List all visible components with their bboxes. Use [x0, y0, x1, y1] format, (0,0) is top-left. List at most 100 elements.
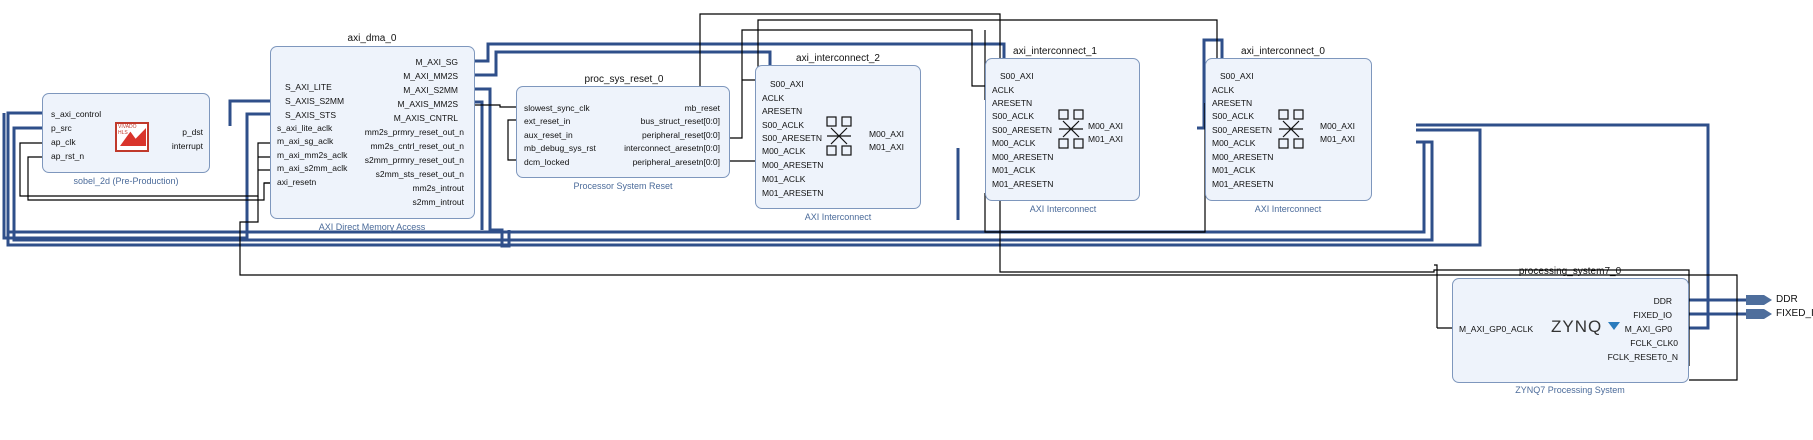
reset-block[interactable]: slowest_sync_clk ext_reset_in aux_reset_…: [516, 86, 730, 178]
net-wire[interactable]: [239, 156, 1738, 381]
pin-label[interactable]: FIXED_IO: [1633, 310, 1672, 320]
ic2-block[interactable]: S00_AXI ACLK ARESETN S00_ACLK S00_ARESET…: [755, 65, 921, 209]
ic2-block-subtitle: AXI Interconnect: [804, 212, 872, 222]
external-port-arrow-icon[interactable]: [1746, 295, 1772, 319]
pin-label[interactable]: M_AXIS_CNTRL: [393, 113, 458, 123]
pin-label[interactable]: s_axi_lite_aclk: [277, 123, 333, 133]
pin-label[interactable]: M00_AXI: [1088, 121, 1123, 131]
pin-label[interactable]: s2mm_introut: [412, 197, 465, 207]
pin-label[interactable]: S00_ACLK: [1212, 111, 1255, 121]
pin-label[interactable]: peripheral_aresetn[0:0]: [632, 157, 720, 167]
pin-label[interactable]: p_src: [51, 123, 72, 133]
bus-wire[interactable]: [2, 112, 270, 240]
pin-label[interactable]: M_AXIS_MM2S: [397, 99, 458, 109]
pin-label[interactable]: ACLK: [762, 93, 785, 103]
pin-label[interactable]: ARESETN: [992, 98, 1033, 108]
pin-label[interactable]: S00_AXI: [770, 79, 804, 89]
pin-label[interactable]: S00_ACLK: [992, 111, 1035, 121]
dma-block[interactable]: S_AXI_LITE S_AXIS_S2MM S_AXIS_STS s_axi_…: [270, 46, 475, 219]
pin-label[interactable]: S_AXI_LITE: [285, 82, 332, 92]
hls-block[interactable]: s_axi_control p_src ap_clk ap_rst_n p_ds…: [42, 93, 210, 173]
pin-label[interactable]: ARESETN: [762, 106, 803, 116]
pin-label[interactable]: ap_clk: [51, 137, 76, 147]
pin-label[interactable]: M_AXI_MM2S: [403, 71, 458, 81]
pin-label[interactable]: s2mm_prmry_reset_out_n: [364, 155, 464, 165]
bus-wire[interactable]: [1416, 123, 1710, 330]
pin-label[interactable]: S00_ARESETN: [1212, 125, 1272, 135]
pin-label[interactable]: M01_AXI: [869, 142, 904, 152]
ic1-block[interactable]: S00_AXI ACLK ARESETN S00_ACLK S00_ARESET…: [985, 58, 1140, 201]
bus-wire[interactable]: [8, 140, 1426, 234]
pin-label[interactable]: ARESETN: [1212, 98, 1253, 108]
pin-label[interactable]: FCLK_RESET0_N: [1607, 352, 1678, 362]
pin-label[interactable]: bus_struct_reset[0:0]: [640, 116, 720, 126]
pin-label[interactable]: M_AXI_SG: [415, 57, 458, 67]
pin-label[interactable]: mm2s_introut: [412, 183, 465, 193]
pin-label[interactable]: interrupt: [171, 141, 203, 151]
ps-block[interactable]: M_AXI_GP0_ACLK DDR FIXED_IO M_AXI_GP0 FC…: [1452, 278, 1689, 383]
pin-label[interactable]: M00_AXI: [1320, 121, 1355, 131]
pin-label[interactable]: mb_debug_sys_rst: [524, 143, 596, 153]
pin-label[interactable]: m_axi_s2mm_aclk: [277, 163, 348, 173]
net-wire[interactable]: [475, 104, 516, 108]
pin-label[interactable]: M_AXI_GP0: [1624, 324, 1672, 334]
net-wire[interactable]: [19, 142, 270, 197]
pin-label[interactable]: S00_ARESETN: [992, 125, 1052, 135]
external-port-ddr[interactable]: DDR: [1776, 294, 1798, 305]
pin-label[interactable]: M00_ARESETN: [762, 160, 824, 170]
pin-label[interactable]: S_AXIS_STS: [285, 110, 337, 120]
pin-label[interactable]: ap_rst_n: [51, 151, 85, 161]
pin-label[interactable]: aux_reset_in: [524, 130, 573, 140]
pin-label[interactable]: slowest_sync_clk: [524, 103, 590, 113]
pin-label[interactable]: s_axi_control: [51, 109, 102, 119]
pin-label[interactable]: ACLK: [1212, 85, 1235, 95]
bus-wire[interactable]: [475, 42, 1023, 68]
pin-label[interactable]: M01_ACLK: [992, 165, 1036, 175]
pin-label[interactable]: mb_reset: [684, 103, 720, 113]
pin-label[interactable]: mm2s_prmry_reset_out_n: [364, 127, 464, 137]
pin-label[interactable]: M00_ARESETN: [992, 152, 1054, 162]
pin-label[interactable]: M01_AXI: [1088, 134, 1123, 144]
pin-label[interactable]: dcm_locked: [524, 157, 570, 167]
pin-label[interactable]: M00_ARESETN: [1212, 152, 1274, 162]
bus-wire[interactable]: [475, 100, 484, 230]
bus-wire[interactable]: [12, 126, 1434, 242]
pin-label[interactable]: s2mm_sts_reset_out_n: [375, 169, 464, 179]
pin-label[interactable]: M01_ARESETN: [992, 179, 1054, 189]
pin-label[interactable]: mm2s_cntrl_reset_out_n: [370, 141, 464, 151]
pin-label[interactable]: FCLK_CLK0: [1630, 338, 1678, 348]
pin-label[interactable]: M01_ACLK: [1212, 165, 1256, 175]
pin-label[interactable]: ACLK: [992, 85, 1015, 95]
pin-label[interactable]: M_AXI_S2MM: [403, 85, 458, 95]
net-wire[interactable]: [1434, 264, 1452, 329]
pin-label[interactable]: S00_AXI: [1000, 71, 1034, 81]
pin-label[interactable]: M01_ACLK: [762, 174, 806, 184]
pin-label[interactable]: M01_ARESETN: [762, 188, 824, 198]
external-port-fixed-io[interactable]: FIXED_IO: [1776, 308, 1813, 319]
pin-label[interactable]: S00_AXI: [1220, 71, 1254, 81]
pin-label[interactable]: M00_ACLK: [992, 138, 1036, 148]
bus-wire[interactable]: [228, 99, 270, 126]
pin-label[interactable]: ext_reset_in: [524, 116, 571, 126]
net-wire[interactable]: [507, 13, 1690, 366]
pin-label[interactable]: M00_ACLK: [762, 146, 806, 156]
pin-label[interactable]: S_AXIS_S2MM: [285, 96, 345, 106]
pin-label[interactable]: m_axi_mm2s_aclk: [277, 150, 348, 160]
pin-label[interactable]: M_AXI_GP0_ACLK: [1459, 324, 1534, 334]
pin-label[interactable]: m_axi_sg_aclk: [277, 136, 334, 146]
ic0-block[interactable]: S00_AXI ACLK ARESETN S00_ACLK S00_ARESET…: [1205, 58, 1372, 201]
pin-label[interactable]: DDR: [1653, 296, 1672, 306]
pin-label[interactable]: peripheral_reset[0:0]: [642, 130, 720, 140]
pin-label[interactable]: S00_ARESETN: [762, 133, 822, 143]
pin-label[interactable]: M01_ARESETN: [1212, 179, 1274, 189]
bus-wire[interactable]: [6, 111, 1482, 247]
pin-label[interactable]: interconnect_aresetn[0:0]: [624, 143, 720, 153]
pin-label[interactable]: p_dst: [182, 127, 203, 137]
pin-label[interactable]: M00_ACLK: [1212, 138, 1256, 148]
pin-label[interactable]: axi_resetn: [277, 177, 317, 187]
pin-label[interactable]: M01_AXI: [1320, 134, 1355, 144]
pin-label[interactable]: S00_ACLK: [762, 120, 805, 130]
bus-wire[interactable]: [475, 87, 511, 248]
pin-label[interactable]: M00_AXI: [869, 129, 904, 139]
